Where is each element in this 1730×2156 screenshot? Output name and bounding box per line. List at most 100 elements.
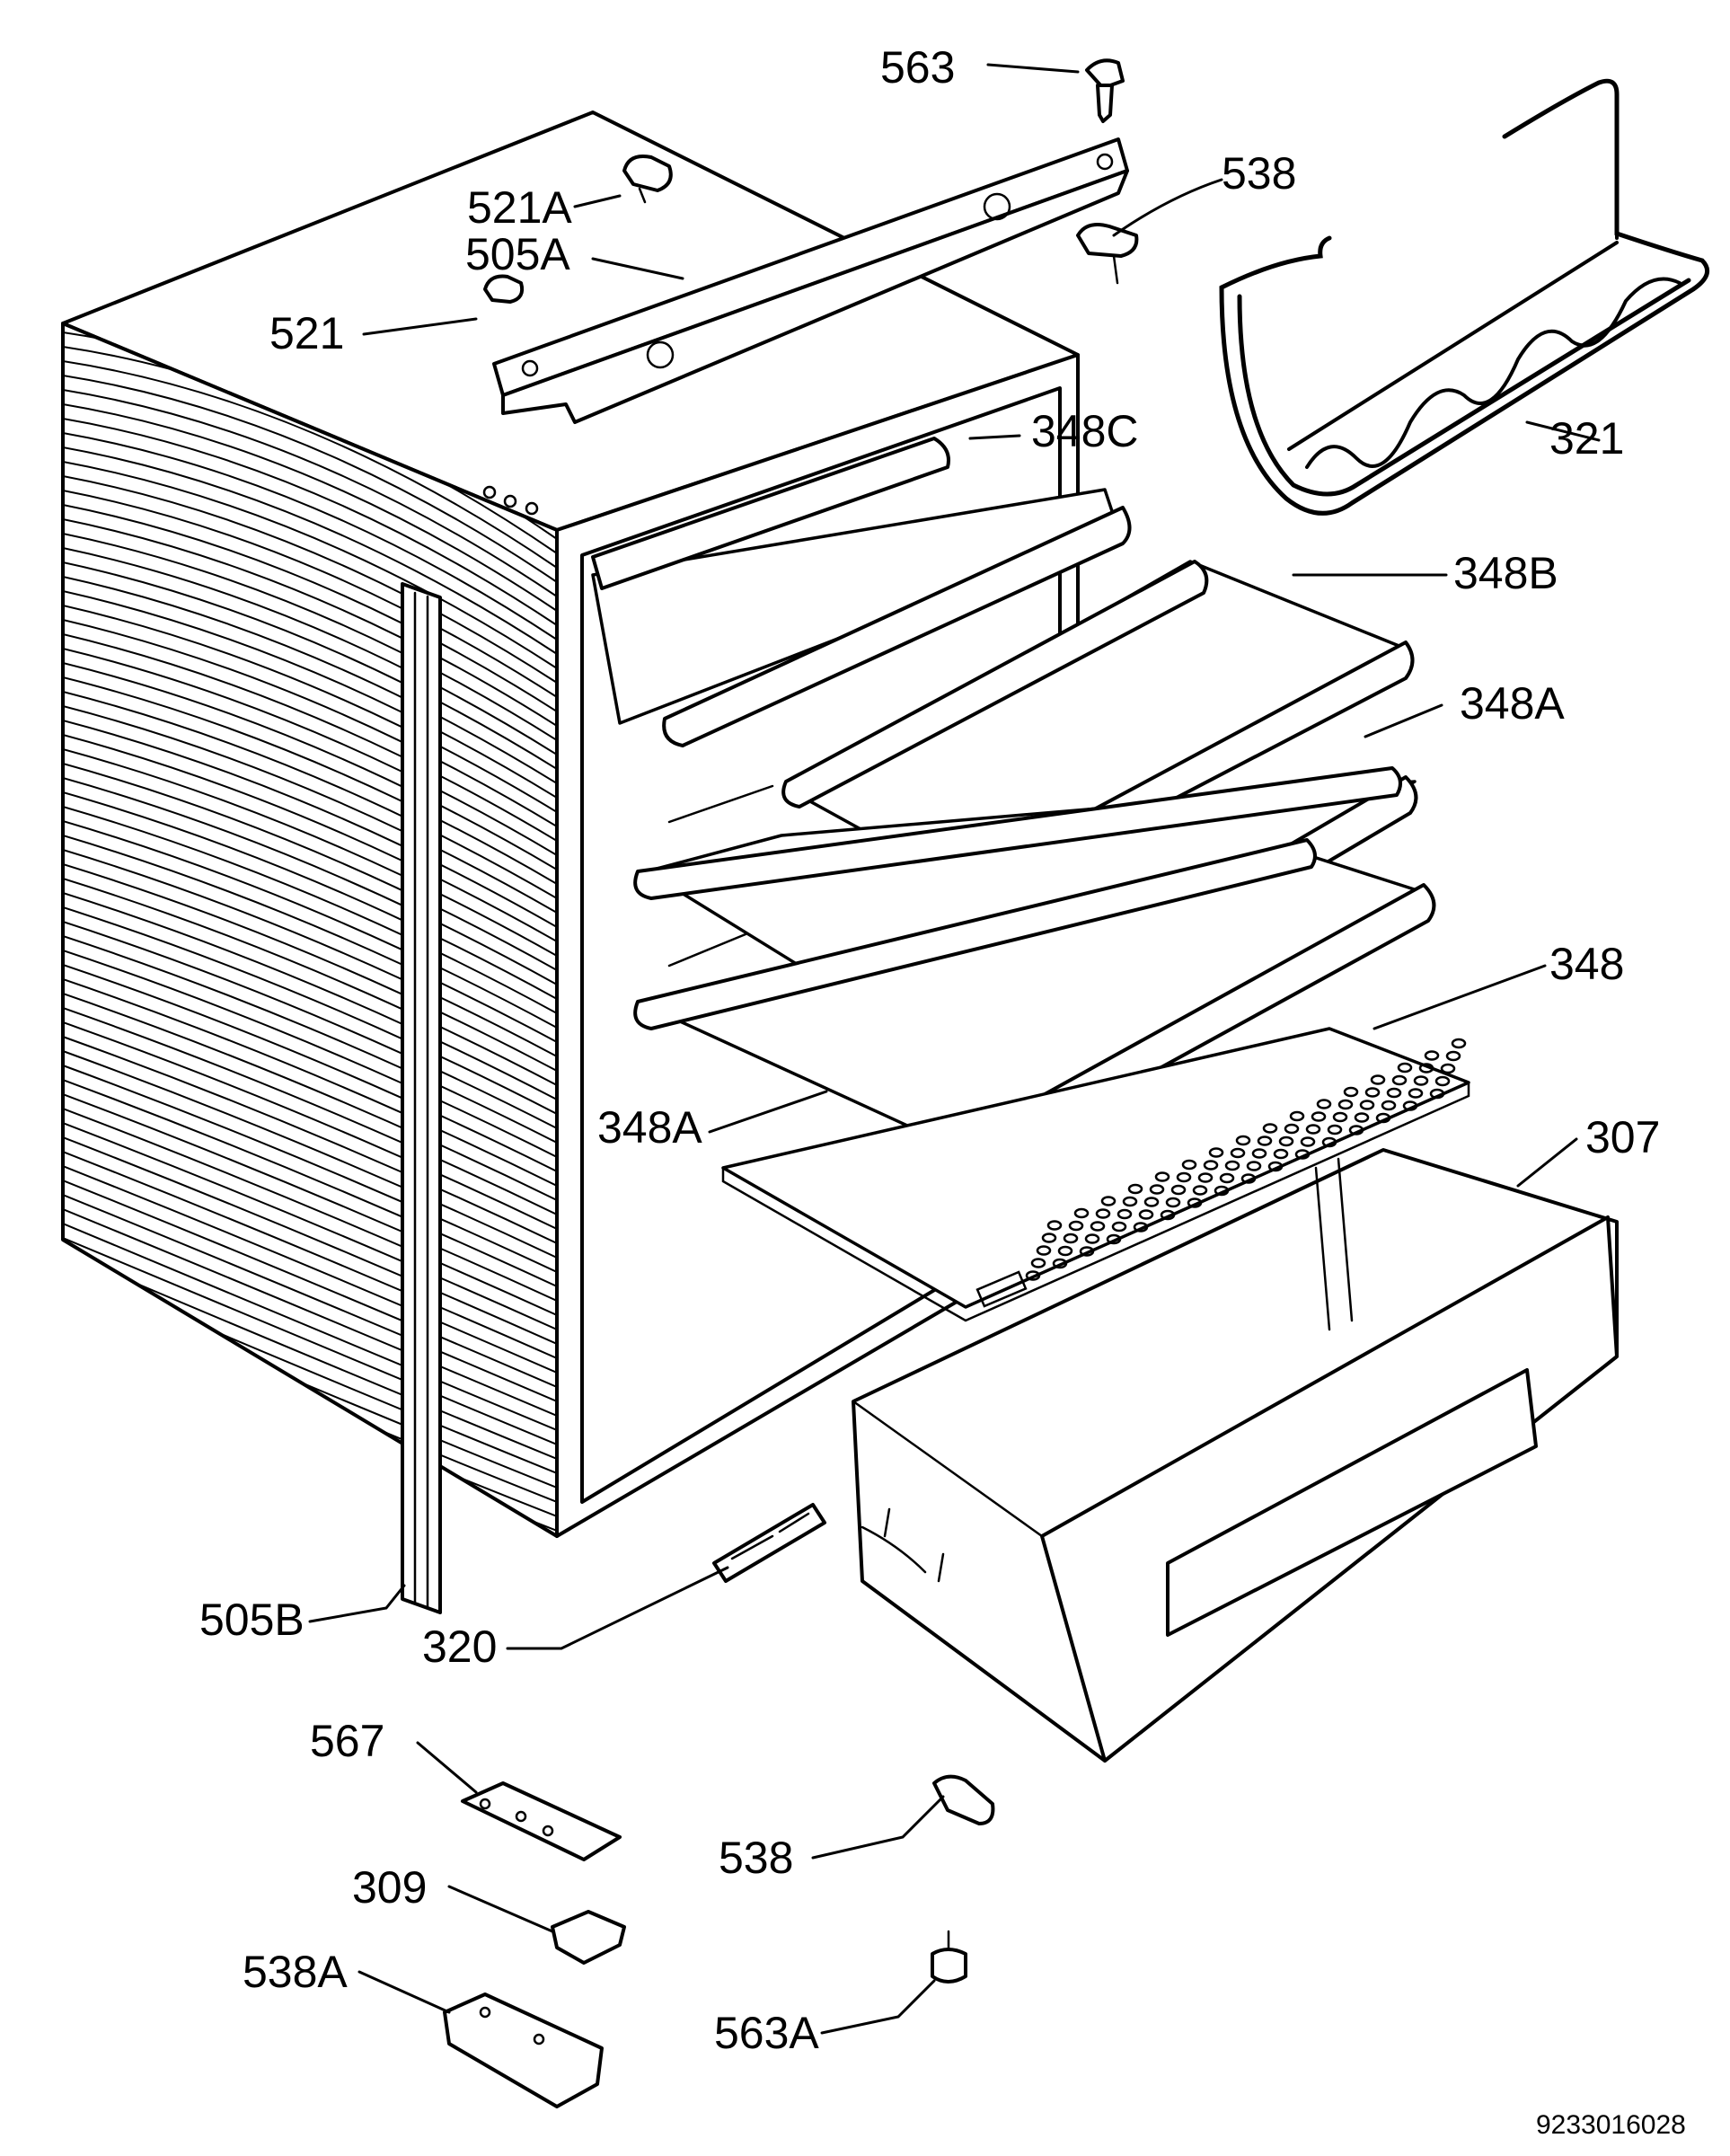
vent-dot bbox=[1057, 1245, 1073, 1257]
vent-dot bbox=[1122, 1196, 1138, 1207]
hatch-line bbox=[63, 1223, 557, 1431]
vent-dot bbox=[1434, 1075, 1451, 1087]
label-505B: 505B bbox=[199, 1595, 305, 1645]
vent-dot bbox=[1289, 1110, 1305, 1122]
vent-dot bbox=[1246, 1161, 1262, 1171]
hatch-line bbox=[63, 1036, 557, 1244]
hatch-line bbox=[63, 633, 557, 842]
hatch-line bbox=[63, 1079, 557, 1287]
hatch-line bbox=[63, 878, 557, 1086]
vent-dot bbox=[1370, 1074, 1386, 1085]
vent-dot bbox=[1359, 1100, 1375, 1110]
vent-dot bbox=[1364, 1087, 1381, 1098]
hatch-line bbox=[63, 734, 557, 942]
vent-dot bbox=[1230, 1147, 1246, 1159]
hatch-line bbox=[63, 777, 557, 985]
hatch-line bbox=[63, 1108, 557, 1316]
drawing-number: 9233016028 bbox=[1536, 2110, 1686, 2140]
hatch-line bbox=[63, 360, 557, 569]
hatch-line bbox=[63, 1050, 557, 1259]
vent-dot bbox=[1316, 1099, 1332, 1109]
vent-dot bbox=[1251, 1148, 1267, 1159]
side-panel-shading bbox=[63, 331, 557, 1532]
vent-dot bbox=[1181, 1159, 1197, 1171]
label-321: 321 bbox=[1549, 413, 1624, 464]
vent-dot bbox=[1321, 1136, 1337, 1148]
hatch-line bbox=[63, 835, 557, 1043]
door-seal-505B bbox=[401, 582, 442, 1614]
hatch-line bbox=[63, 1122, 557, 1330]
hatch-line bbox=[63, 1007, 557, 1215]
hatch-line bbox=[63, 1208, 557, 1417]
vent-dot bbox=[1176, 1171, 1192, 1183]
hatch-line bbox=[63, 1151, 557, 1359]
hatch-line bbox=[63, 1021, 557, 1230]
hatch-line bbox=[63, 605, 557, 813]
vent-dot bbox=[1165, 1197, 1181, 1208]
vent-dot bbox=[1300, 1136, 1316, 1147]
vent-dot bbox=[1332, 1111, 1348, 1123]
vent-dot bbox=[1408, 1088, 1424, 1099]
vent-dot bbox=[1391, 1074, 1408, 1086]
hatch-line bbox=[63, 892, 557, 1100]
hinge-plate-567 bbox=[461, 1781, 622, 1861]
vent-dot bbox=[1402, 1100, 1418, 1111]
vent-dot bbox=[1445, 1050, 1461, 1062]
vent-dot bbox=[1046, 1220, 1063, 1231]
screw-563 bbox=[1085, 58, 1125, 123]
vent-dot bbox=[1262, 1123, 1278, 1134]
label-348B: 348B bbox=[1453, 548, 1558, 598]
hatch-line bbox=[63, 518, 557, 727]
label-538-top: 538 bbox=[1222, 148, 1296, 199]
vent-dot bbox=[1133, 1222, 1149, 1233]
hatch-line bbox=[63, 475, 557, 684]
hatch-line bbox=[63, 806, 557, 1014]
vent-dot bbox=[1397, 1062, 1413, 1074]
vent-dot bbox=[1143, 1197, 1160, 1207]
hatch-line bbox=[63, 964, 557, 1172]
vent-dot bbox=[1386, 1087, 1402, 1099]
vent-dot bbox=[1375, 1112, 1391, 1124]
vent-dot bbox=[1440, 1063, 1456, 1074]
label-521A: 521A bbox=[467, 182, 572, 233]
hatch-line bbox=[63, 863, 557, 1072]
vent-dot bbox=[1197, 1172, 1214, 1183]
cap-521A bbox=[622, 155, 673, 204]
hatch-line bbox=[63, 389, 557, 597]
leader-lines bbox=[308, 63, 1601, 2035]
cover-vent-pattern bbox=[1025, 1038, 1467, 1281]
vent-dot bbox=[1284, 1123, 1300, 1135]
hatch-line bbox=[63, 921, 557, 1129]
vent-dot bbox=[1424, 1050, 1440, 1061]
hatch-line bbox=[63, 662, 557, 870]
hatch-line bbox=[63, 547, 557, 755]
hatch-line bbox=[63, 1194, 557, 1402]
foot-screw-563A bbox=[931, 1930, 967, 1984]
vent-dot bbox=[1090, 1221, 1106, 1232]
label-521: 521 bbox=[269, 308, 344, 358]
vent-dot bbox=[1030, 1258, 1046, 1268]
hatch-line bbox=[63, 1065, 557, 1273]
label-563: 563 bbox=[880, 42, 955, 93]
crisper-cover-348 bbox=[721, 1027, 1470, 1322]
hatch-line bbox=[63, 432, 557, 641]
vent-dot bbox=[1127, 1183, 1143, 1195]
bottle-rack-321 bbox=[1219, 78, 1710, 516]
hatch-line bbox=[63, 950, 557, 1158]
hatch-line bbox=[63, 490, 557, 698]
hatch-line bbox=[63, 1165, 557, 1374]
label-307: 307 bbox=[1585, 1112, 1660, 1162]
hatch-line bbox=[63, 648, 557, 856]
vent-dot bbox=[1149, 1184, 1165, 1195]
vent-dot bbox=[1154, 1171, 1170, 1182]
hatch-line bbox=[63, 1136, 557, 1345]
hatch-line bbox=[63, 676, 557, 885]
label-348A-left: 348A bbox=[597, 1102, 702, 1153]
vent-dot bbox=[1354, 1112, 1370, 1123]
crisper-drawer-307 bbox=[852, 1148, 1619, 1763]
vent-dot bbox=[1068, 1220, 1084, 1232]
hatch-line bbox=[63, 691, 557, 899]
hatch-line bbox=[63, 403, 557, 612]
vent-dot bbox=[1192, 1185, 1208, 1196]
hatch-line bbox=[63, 763, 557, 971]
